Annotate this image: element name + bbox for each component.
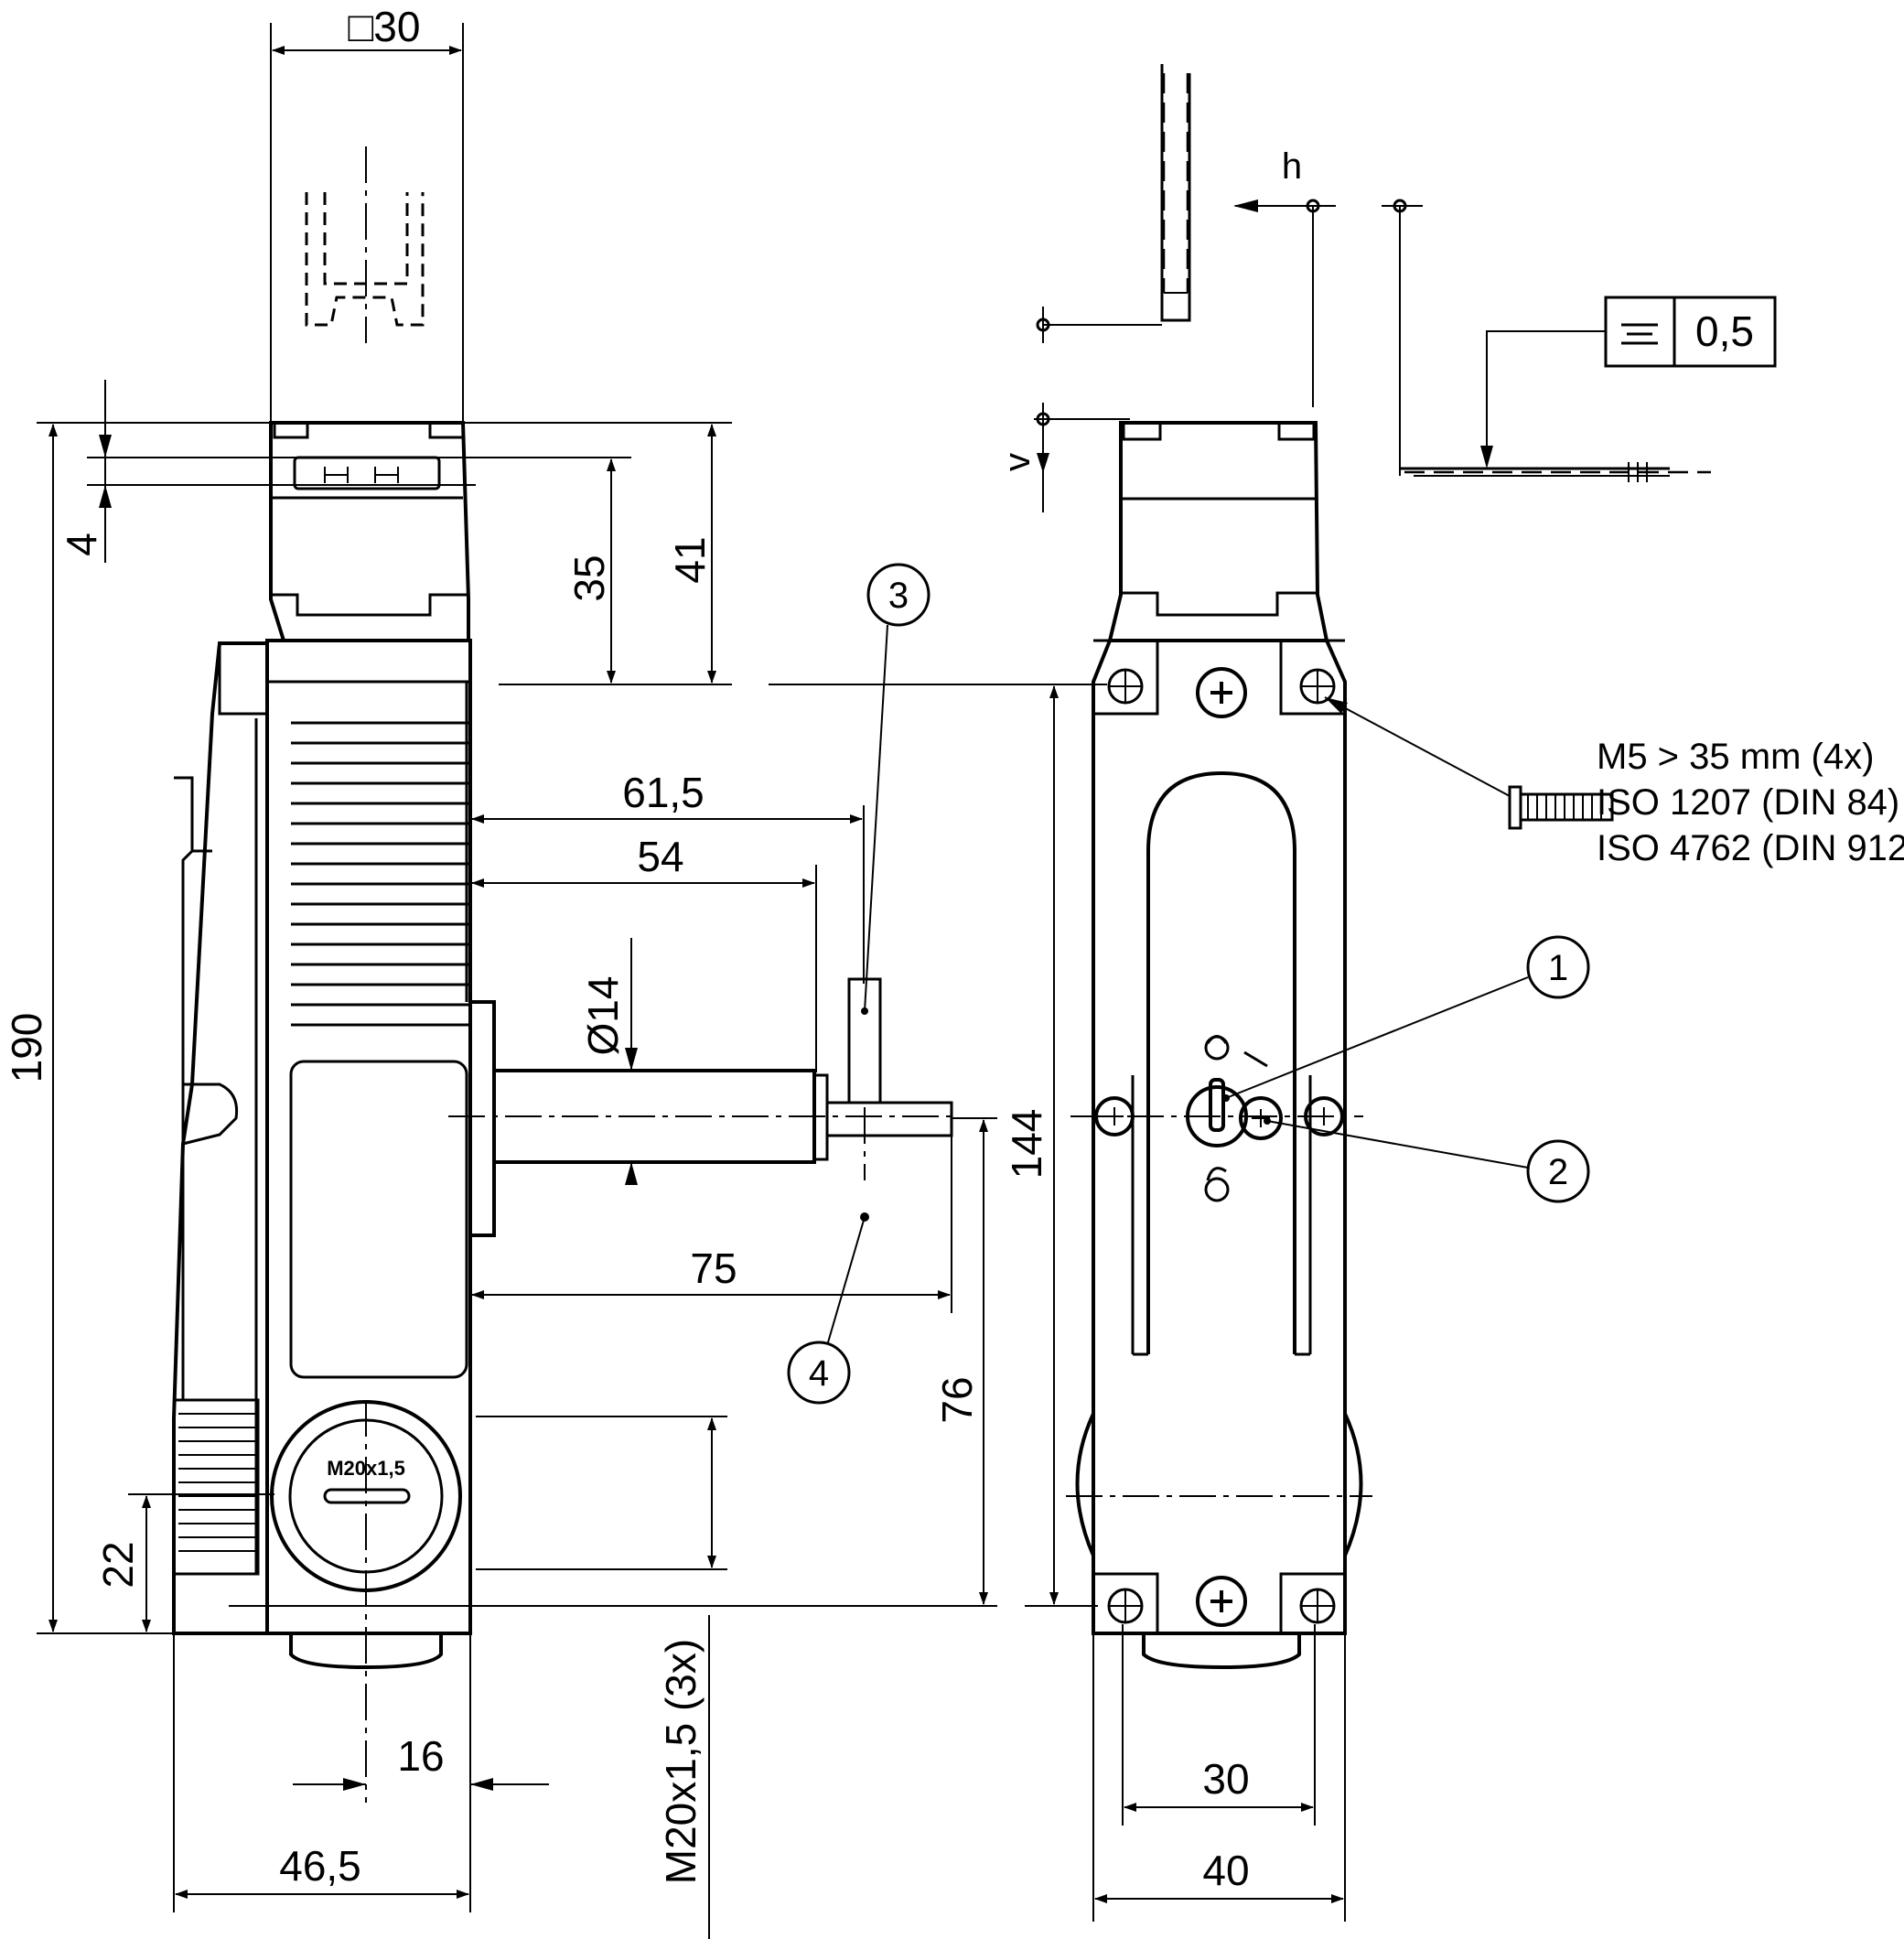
screw-note-line2: ISO 1207 (DIN 84) [1597, 782, 1899, 823]
callout-2-circle [1526, 1139, 1590, 1203]
callout-4-circle [787, 1341, 851, 1405]
tolerance-value: 0,5 [1695, 307, 1754, 355]
bottom-ribs [176, 1398, 260, 1576]
switch-body [265, 639, 496, 1635]
dim-h: h [1282, 146, 1302, 187]
callouts: 3 4 1 2 [787, 563, 1590, 1405]
front-dimensions: 144 30 40 v h [769, 64, 1777, 1922]
dim-16: 16 [397, 1732, 444, 1780]
dim-190: 190 [3, 1013, 50, 1083]
side-dimensions: □30 190 4 35 41 61,5 54 Ø14 [3, 3, 997, 1939]
dim-v: v [997, 453, 1038, 471]
screw-note: M5 > 35 mm (4x) ISO 1207 (DIN 84) ISO 47… [1324, 696, 1904, 868]
side-view: M20x1,5 [172, 146, 953, 1670]
dim-square-30: □30 [349, 3, 421, 50]
dim-76: 76 [933, 1376, 981, 1423]
callout-3: 3 [888, 576, 909, 616]
dim-m20: M20x1,5 (3x) [657, 1639, 705, 1884]
callout-1: 1 [1548, 948, 1568, 988]
callout-3-circle [866, 563, 930, 627]
dim-dia-14: Ø14 [579, 976, 627, 1056]
dim-61-5: 61,5 [622, 769, 705, 816]
screw-note-line1: M5 > 35 mm (4x) [1597, 737, 1874, 777]
dim-4: 4 [58, 533, 105, 556]
cooling-fins [291, 721, 468, 1027]
callout-1-circle [1526, 935, 1590, 999]
callout-2: 2 [1548, 1152, 1568, 1192]
dim-22: 22 [94, 1541, 142, 1588]
mounting-holes [1107, 668, 1336, 1624]
shaft [448, 977, 953, 1180]
dim-30: 30 [1202, 1755, 1249, 1803]
dim-75: 75 [690, 1244, 737, 1292]
cover-screws [1094, 667, 1344, 1627]
front-body [1092, 639, 1347, 1635]
actuator-slot [1146, 770, 1296, 1354]
dim-41: 41 [666, 536, 714, 583]
dim-40: 40 [1202, 1847, 1249, 1894]
callout-4: 4 [809, 1353, 829, 1394]
dim-144: 144 [1003, 1109, 1050, 1180]
dim-54: 54 [637, 833, 683, 880]
screw-note-line3: ISO 4762 (DIN 912) [1597, 828, 1904, 868]
front-view [1066, 421, 1372, 1670]
dim-46-5: 46,5 [279, 1842, 361, 1890]
switch-head [269, 421, 470, 642]
auxiliary-release [1186, 1035, 1283, 1202]
actuator-hidden [305, 146, 425, 343]
dim-35: 35 [565, 555, 613, 601]
